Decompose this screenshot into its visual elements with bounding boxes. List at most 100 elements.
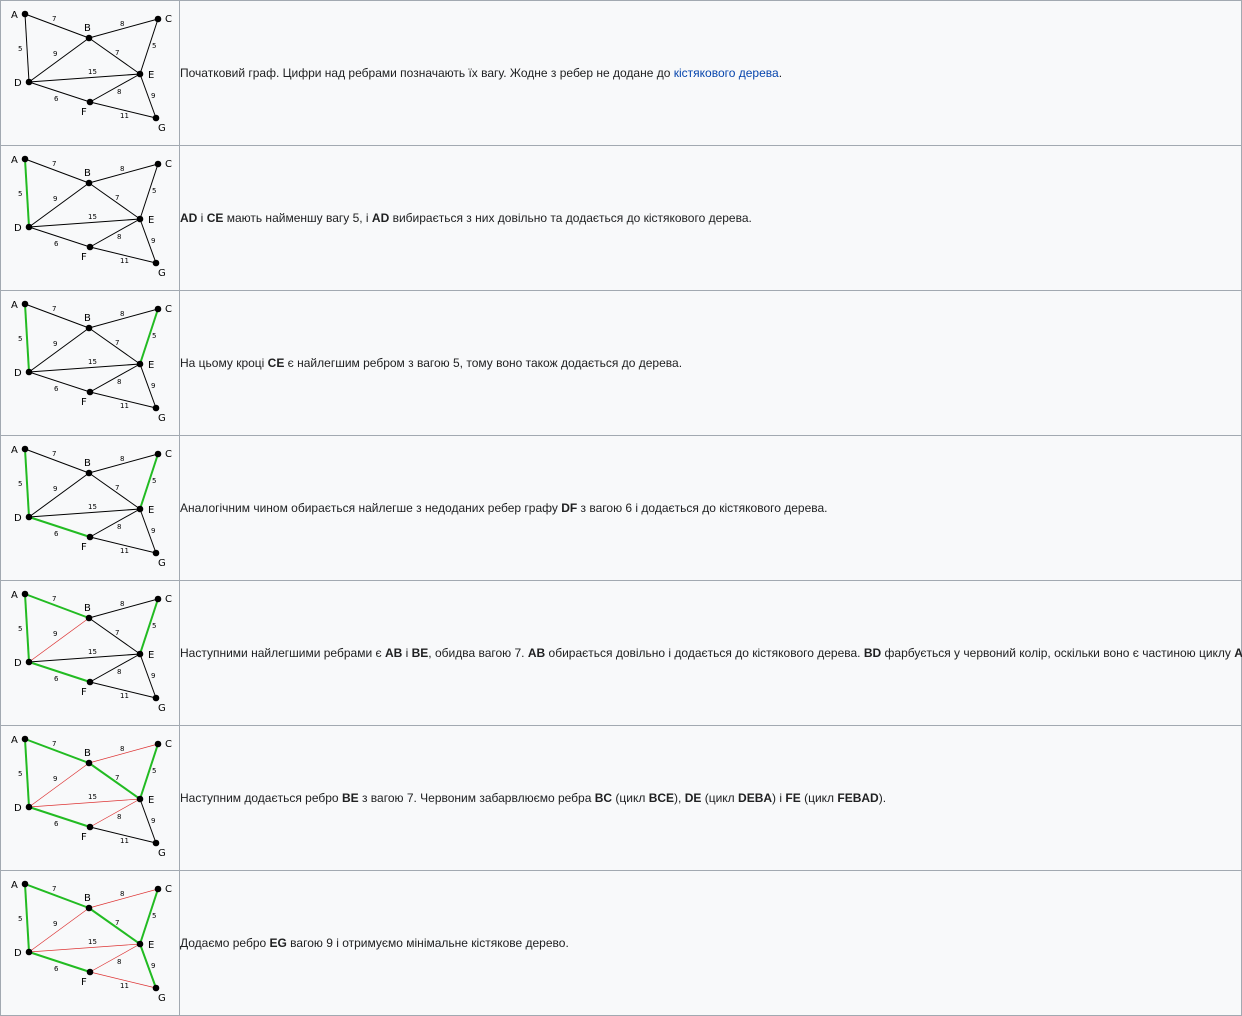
node-e bbox=[136, 795, 144, 803]
edge-be bbox=[88, 762, 141, 800]
edge-ab bbox=[24, 303, 90, 329]
node-e bbox=[136, 360, 144, 368]
step-description: AD і CE мають найменшу вагу 5, і AD виби… bbox=[179, 145, 1242, 291]
edge-weight-fg: 11 bbox=[120, 547, 129, 555]
edge-ef bbox=[89, 218, 141, 248]
edge-weight-de: 15 bbox=[88, 503, 97, 511]
edge-df bbox=[28, 516, 91, 538]
node-b bbox=[85, 614, 93, 622]
node-f bbox=[86, 533, 94, 541]
edge-bc bbox=[88, 598, 159, 619]
edge-de bbox=[28, 73, 141, 83]
edge-name: AB bbox=[384, 646, 403, 660]
edge-de bbox=[28, 653, 141, 663]
edge-bd bbox=[28, 617, 90, 663]
edge-ab bbox=[24, 738, 90, 764]
edge-eg bbox=[139, 218, 157, 264]
node-label-f: F bbox=[81, 687, 87, 698]
edge-weight-ad: 5 bbox=[18, 45, 22, 53]
node-label-e: E bbox=[148, 940, 154, 951]
edge-weight-bd: 9 bbox=[53, 340, 57, 348]
edge-fg bbox=[89, 246, 157, 264]
edge-be bbox=[88, 37, 141, 75]
edge-weight-ad: 5 bbox=[18, 625, 22, 633]
description-text: вагою 9 і отримуємо мінімальне кістякове… bbox=[286, 936, 569, 950]
edge-weight-eg: 9 bbox=[151, 962, 155, 970]
node-label-f: F bbox=[81, 252, 87, 263]
edge-weight-be: 7 bbox=[115, 629, 119, 637]
description-text: Додаємо ребро bbox=[180, 936, 270, 950]
node-b bbox=[85, 324, 93, 332]
edge-weight-be: 7 bbox=[115, 339, 119, 347]
node-label-c: C bbox=[165, 884, 172, 895]
description-text: ) і bbox=[772, 791, 786, 805]
edge-weight-df: 6 bbox=[54, 820, 59, 828]
edge-weight-ef: 8 bbox=[117, 233, 121, 241]
description-text: вибирається з них довільно та додається … bbox=[389, 211, 752, 225]
node-label-d: D bbox=[14, 368, 22, 379]
edge-ce bbox=[139, 743, 159, 800]
node-c bbox=[154, 885, 162, 893]
node-b bbox=[85, 759, 93, 767]
edge-weight-ab: 7 bbox=[52, 160, 56, 168]
node-label-c: C bbox=[165, 159, 172, 170]
node-label-f: F bbox=[81, 832, 87, 843]
edge-bc bbox=[88, 888, 159, 909]
edge-weight-fg: 11 bbox=[120, 402, 129, 410]
node-label-c: C bbox=[165, 304, 172, 315]
edge-bd bbox=[28, 327, 90, 373]
edge-be bbox=[88, 907, 141, 945]
edge-eg bbox=[139, 363, 157, 409]
edge-ad bbox=[24, 738, 30, 808]
node-label-a: A bbox=[11, 880, 18, 891]
edge-weight-fg: 11 bbox=[120, 692, 129, 700]
edge-df bbox=[28, 81, 91, 103]
edge-ce bbox=[139, 308, 159, 365]
edge-ab bbox=[24, 158, 90, 184]
edge-weight-df: 6 bbox=[54, 965, 59, 973]
node-c bbox=[154, 15, 162, 23]
node-a bbox=[21, 300, 29, 308]
node-g bbox=[152, 404, 160, 412]
node-g bbox=[152, 694, 160, 702]
node-label-f: F bbox=[81, 107, 87, 118]
spanning-tree-link[interactable]: кістякового дерева bbox=[673, 66, 779, 80]
edge-weight-bd: 9 bbox=[53, 195, 57, 203]
edge-name: FE bbox=[785, 791, 801, 805]
edge-de bbox=[28, 363, 141, 373]
edge-weight-de: 15 bbox=[88, 938, 97, 946]
node-label-c: C bbox=[165, 449, 172, 460]
node-f bbox=[86, 678, 94, 686]
node-label-d: D bbox=[14, 223, 22, 234]
edge-weight-bd: 9 bbox=[53, 485, 57, 493]
node-d bbox=[25, 223, 33, 231]
edge-name: AD bbox=[371, 211, 390, 225]
edge-weight-eg: 9 bbox=[151, 92, 155, 100]
edge-be bbox=[88, 472, 141, 510]
edge-ef bbox=[89, 363, 141, 393]
node-label-b: B bbox=[84, 748, 91, 759]
edge-df bbox=[28, 661, 91, 683]
edge-weight-eg: 9 bbox=[151, 382, 155, 390]
edge-bd bbox=[28, 472, 90, 518]
edge-weight-ef: 8 bbox=[117, 88, 121, 96]
node-label-b: B bbox=[84, 168, 91, 179]
node-label-g: G bbox=[158, 848, 166, 859]
description-text: фарбується у червоний колір, оскільки во… bbox=[881, 646, 1235, 660]
edge-weight-ef: 8 bbox=[117, 813, 121, 821]
edge-ef bbox=[89, 653, 141, 683]
edge-weight-be: 7 bbox=[115, 49, 119, 57]
description-text: (цикл bbox=[612, 791, 649, 805]
edge-weight-df: 6 bbox=[54, 675, 59, 683]
edge-ad bbox=[24, 593, 30, 663]
edge-eg bbox=[139, 508, 157, 554]
node-a bbox=[21, 445, 29, 453]
edge-weight-df: 6 bbox=[54, 240, 59, 248]
edge-weight-be: 7 bbox=[115, 774, 119, 782]
edge-weight-ad: 5 bbox=[18, 770, 22, 778]
edge-weight-bc: 8 bbox=[120, 20, 124, 28]
